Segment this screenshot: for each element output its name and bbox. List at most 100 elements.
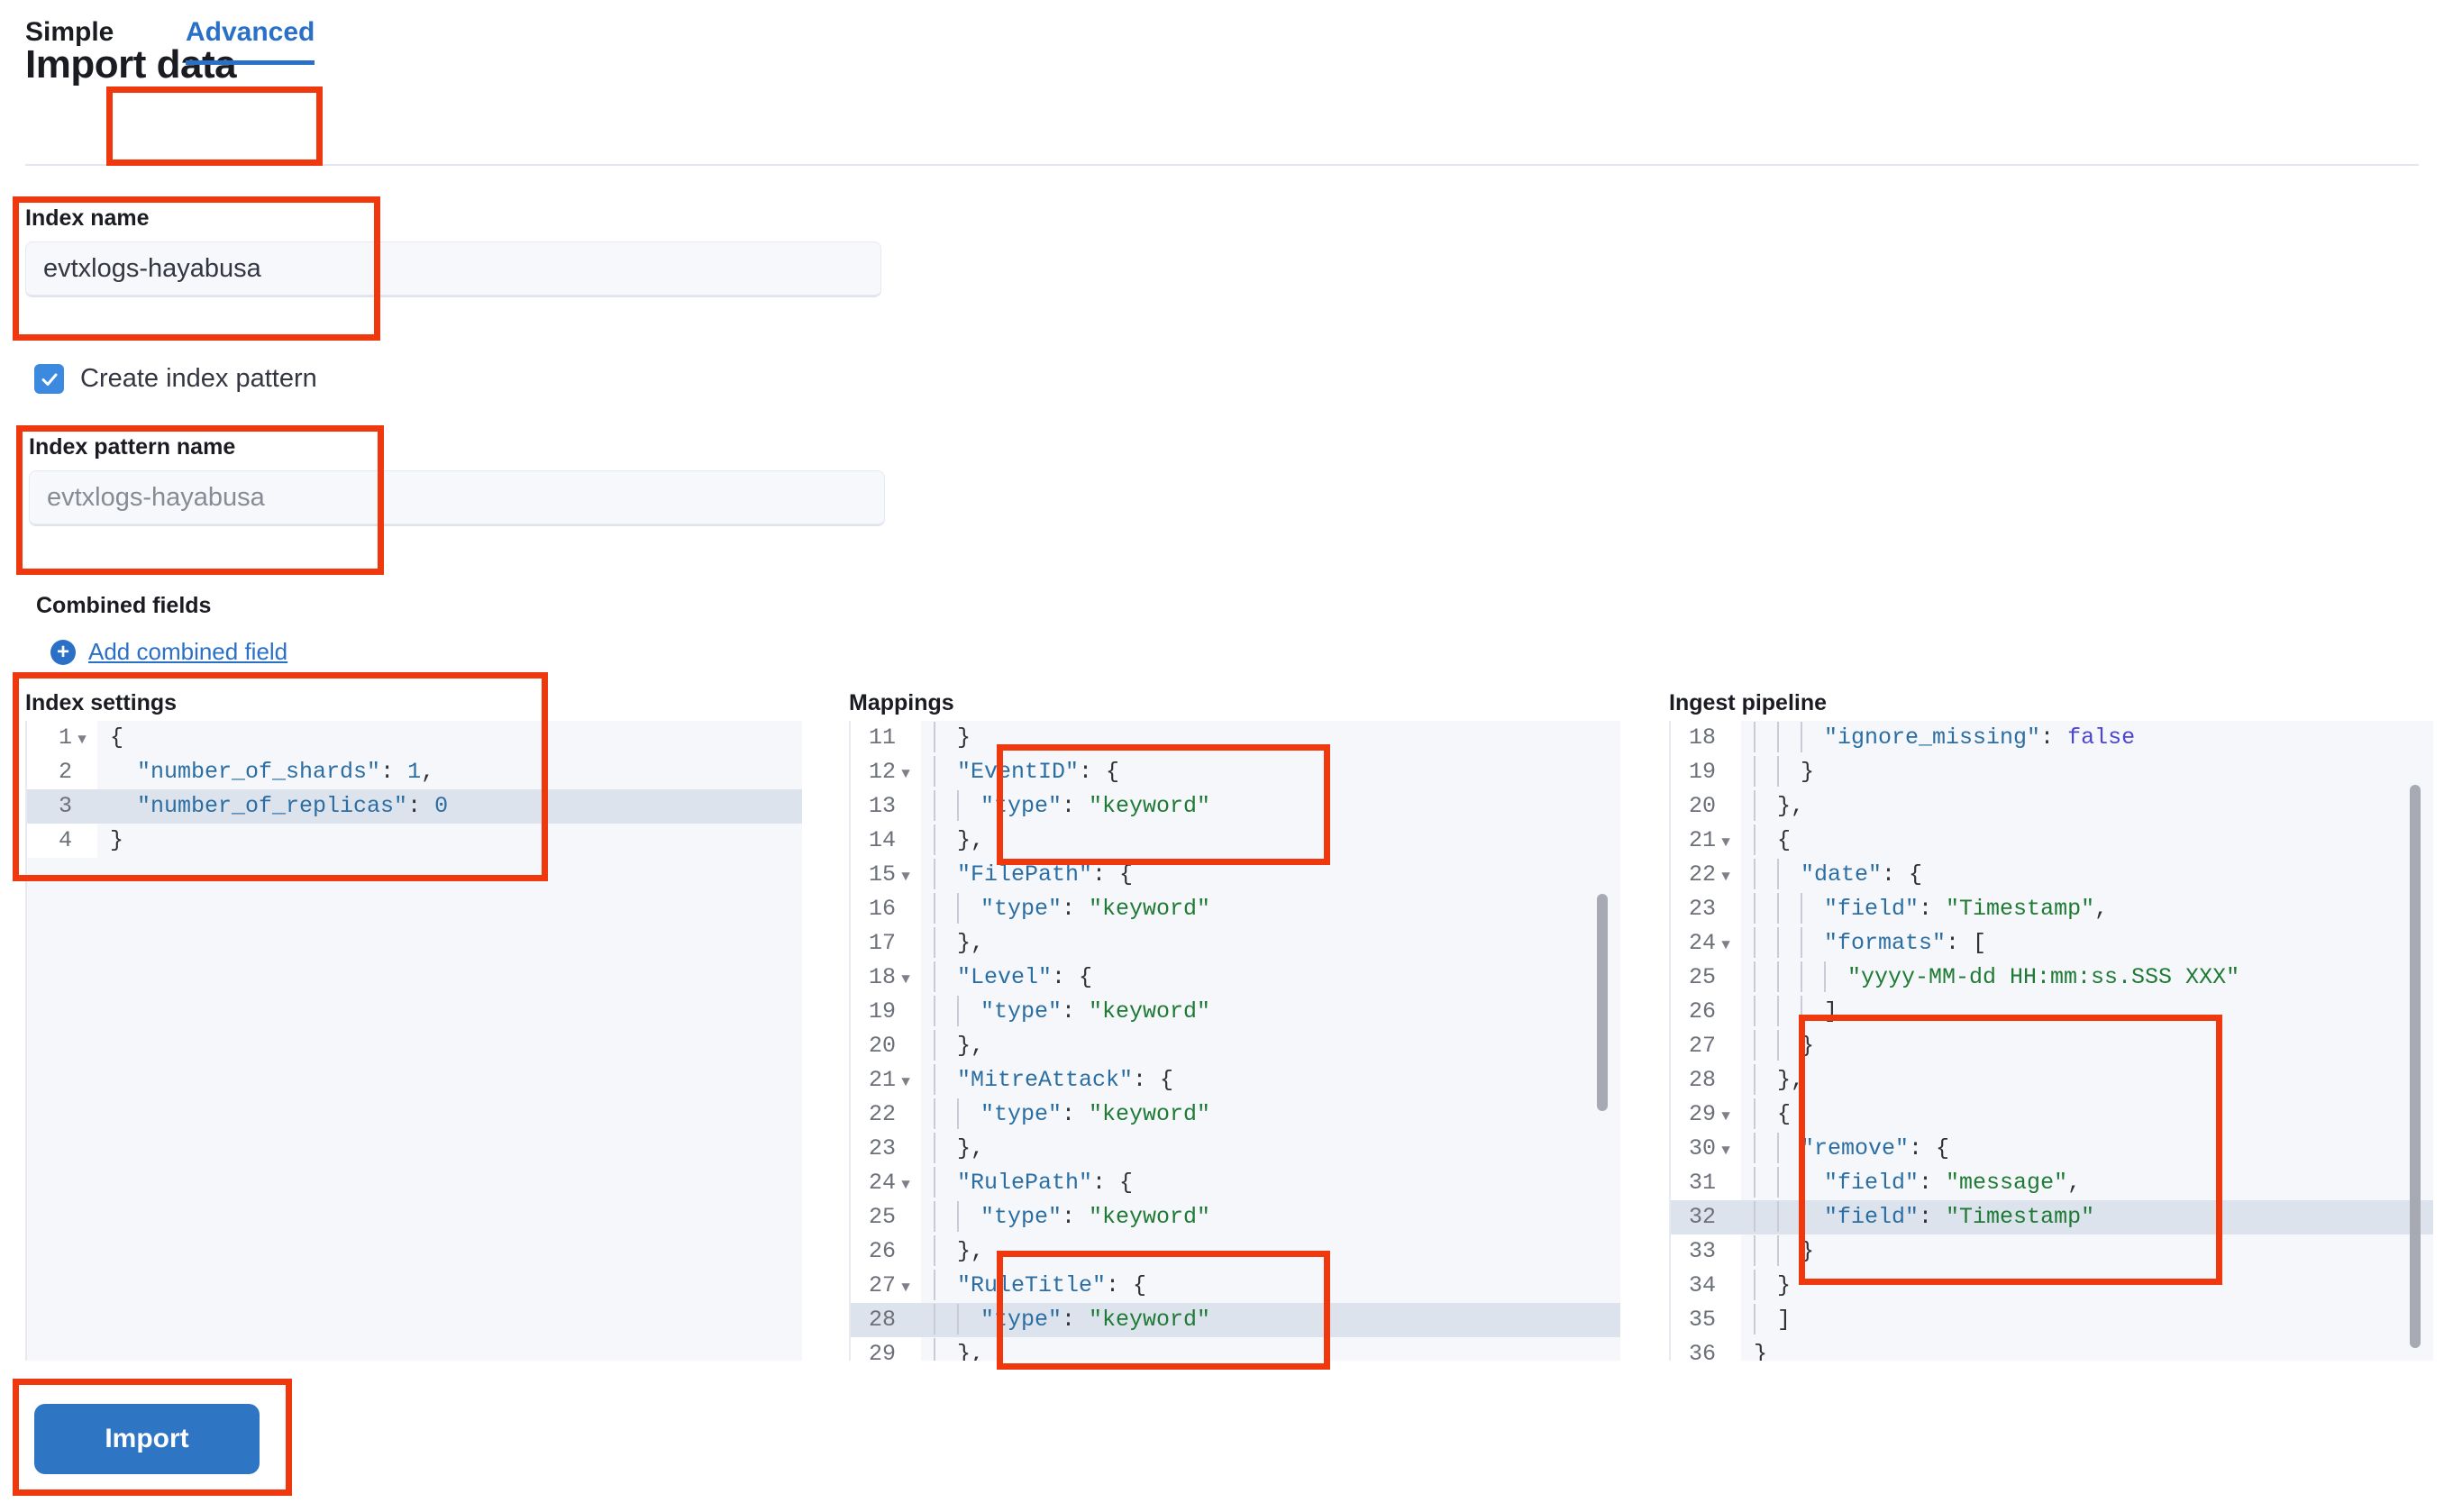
code-line[interactable]: 11▼} [851,721,1620,755]
code-text: "date": { [1741,858,2433,892]
code-text: "RulePath": { [921,1166,1620,1200]
indent-guide [1801,1167,1824,1198]
fold-arrow-icon[interactable]: ▼ [1721,1108,1730,1125]
code-line[interactable]: 26▼] [1671,995,2433,1029]
indent-guide [1754,1030,1777,1061]
indent-guide [1754,756,1777,788]
code-line[interactable]: 28▼"type": "keyword" [851,1303,1620,1337]
code-line[interactable]: 29▼}, [851,1337,1620,1361]
code-token: "remove" [1801,1135,1910,1161]
code-token: { [1777,1101,1792,1127]
code-line[interactable]: 16▼"type": "keyword" [851,892,1620,926]
code-line[interactable]: 17▼}, [851,926,1620,961]
code-line[interactable]: 27▼} [1671,1029,2433,1063]
code-line[interactable]: 1▼{ [27,721,802,755]
code-line[interactable]: 19▼} [1671,755,2433,789]
mappings-editor-content[interactable]: 11▼}12▼"EventID": {13▼"type": "keyword"1… [851,721,1620,1361]
code-token: ] [1777,1307,1792,1333]
code-line[interactable]: 19▼"type": "keyword" [851,995,1620,1029]
code-line[interactable]: 12▼"EventID": { [851,755,1620,789]
indent-guide [1801,927,1824,959]
code-line[interactable]: 14▼}, [851,824,1620,858]
indent-guide [957,1201,980,1233]
code-line[interactable]: 27▼"RuleTitle": { [851,1269,1620,1303]
create-index-pattern-row[interactable]: Create index pattern [34,364,317,394]
line-number: 21▼ [1671,824,1741,858]
code-token: , [2094,896,2109,922]
code-token: : [1919,1170,1947,1196]
index-pattern-name-input[interactable] [29,470,885,526]
code-line[interactable]: 22▼"date": { [1671,858,2433,892]
fold-arrow-icon[interactable]: ▼ [1721,869,1730,885]
code-line[interactable]: 22▼"type": "keyword" [851,1098,1620,1132]
ingest-pipeline-editor[interactable]: 18▼"ignore_missing": false19▼}20▼},21▼{2… [1669,721,2433,1361]
index-name-input[interactable] [25,241,881,297]
fold-arrow-icon[interactable]: ▼ [901,971,910,988]
code-line[interactable]: 34▼} [1671,1269,2433,1303]
indent-guide [1777,756,1801,788]
code-line[interactable]: 32▼"field": "Timestamp" [1671,1200,2433,1234]
code-line[interactable]: 26▼}, [851,1234,1620,1269]
code-line[interactable]: 20▼}, [851,1029,1620,1063]
mappings-editor[interactable]: 11▼}12▼"EventID": {13▼"type": "keyword"1… [849,721,1620,1361]
code-line[interactable]: 18▼"Level": { [851,961,1620,995]
code-line[interactable]: 18▼"ignore_missing": false [1671,721,2433,755]
code-line[interactable]: 3▼ "number_of_replicas": 0 [27,789,802,824]
code-line[interactable]: 28▼}, [1671,1063,2433,1098]
ingest-pipeline-editor-content[interactable]: 18▼"ignore_missing": false19▼}20▼},21▼{2… [1671,721,2433,1361]
fold-arrow-icon[interactable]: ▼ [901,1177,910,1193]
checkbox-checked-icon[interactable] [34,364,64,394]
plus-circle-icon: + [50,639,76,665]
fold-arrow-icon[interactable]: ▼ [901,1074,910,1090]
code-line[interactable]: 20▼}, [1671,789,2433,824]
index-settings-editor-content[interactable]: 1▼{2▼ "number_of_shards": 1,3▼ "number_o… [27,721,802,1361]
fold-arrow-icon[interactable]: ▼ [1721,1143,1730,1159]
fold-arrow-icon[interactable]: ▼ [901,869,910,885]
code-line[interactable]: 13▼"type": "keyword" [851,789,1620,824]
code-text: "field": "Timestamp" [1741,1200,2433,1234]
code-line[interactable]: 35▼] [1671,1303,2433,1337]
code-line[interactable]: 2▼ "number_of_shards": 1, [27,755,802,789]
indent-guide [934,996,957,1027]
code-line[interactable]: 15▼"FilePath": { [851,858,1620,892]
code-line[interactable]: 33▼} [1671,1234,2433,1269]
code-token: }, [957,1238,985,1264]
import-button[interactable]: Import [34,1404,260,1474]
tab-simple[interactable]: Simple [25,0,114,65]
code-line[interactable]: 24▼"RulePath": { [851,1166,1620,1200]
tab-advanced[interactable]: Advanced [186,0,315,65]
fold-arrow-icon[interactable]: ▼ [901,766,910,782]
line-number: 20▼ [1671,789,1741,824]
fold-arrow-icon[interactable]: ▼ [1721,937,1730,953]
code-line[interactable]: 21▼"MitreAttack": { [851,1063,1620,1098]
line-number: 22▼ [851,1098,921,1132]
indent-guide [957,1304,980,1335]
line-number: 33▼ [1671,1234,1741,1269]
fold-arrow-icon[interactable]: ▼ [901,1280,910,1296]
fold-arrow-icon[interactable]: ▼ [1721,834,1730,851]
code-line[interactable]: 31▼"field": "message", [1671,1166,2433,1200]
code-line[interactable]: 23▼"field": "Timestamp", [1671,892,2433,926]
indent-guide [1754,1133,1777,1164]
editor-scrollbar[interactable] [1597,893,1608,1112]
code-line[interactable]: 30▼"remove": { [1671,1132,2433,1166]
code-line[interactable]: 24▼"formats": [ [1671,926,2433,961]
editor-scrollbar[interactable] [2410,785,2421,1348]
index-settings-editor[interactable]: 1▼{2▼ "number_of_shards": 1,3▼ "number_o… [25,721,802,1361]
code-token: "type" [980,1307,1062,1333]
code-line[interactable]: 4▼} [27,824,802,858]
code-line[interactable]: 36▼} [1671,1337,2433,1361]
code-line[interactable]: 29▼{ [1671,1098,2433,1132]
code-line[interactable]: 25▼"type": "keyword" [851,1200,1620,1234]
code-token: }, [1777,793,1805,819]
indent-guide [1754,1235,1777,1267]
code-token: : [ [1946,930,1987,956]
code-line[interactable]: 25▼"yyyy-MM-dd HH:mm:ss.SSS XXX" [1671,961,2433,995]
fold-arrow-icon[interactable]: ▼ [78,732,87,748]
indent-guide [1754,1270,1777,1301]
line-number: 15▼ [851,858,921,892]
add-combined-field-link[interactable]: + Add combined field [50,638,287,666]
line-number: 18▼ [851,961,921,995]
code-line[interactable]: 23▼}, [851,1132,1620,1166]
code-line[interactable]: 21▼{ [1671,824,2433,858]
